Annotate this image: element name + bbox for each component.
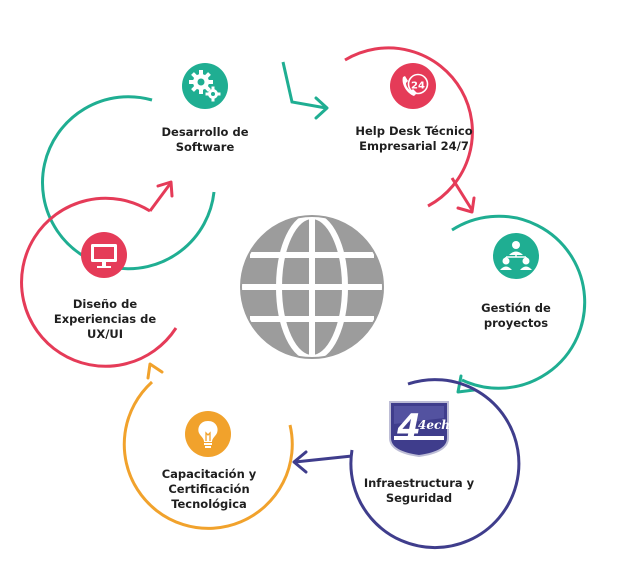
team-hierarchy-icon [493,233,539,279]
label-line: Seguridad [385,491,453,505]
ring-desarrollo [41,95,216,271]
arrowhead-infra-capacitacion [292,450,308,474]
4tech-logo: 4 4ech [384,398,454,458]
ring-helpdesk [344,46,474,208]
globe-icon [240,213,384,361]
label-line: Diseño de [72,297,138,311]
label-line: Certificación [168,482,250,496]
ring-diseno [20,196,178,368]
label-line: Infraestructura y [363,476,475,490]
label-line: Empresarial 24/7 [359,139,469,153]
label-helpdesk: Help Desk Técnico Empresarial 24/7 [339,124,489,154]
connector-helpdesk-gestion [450,177,474,211]
light-bulb-icon [185,411,231,457]
label-diseno: Diseño de Experiencias de UX/UI [30,297,180,342]
label-line: Capacitación y [161,467,257,481]
label-line: Desarrollo de [161,125,249,139]
svg-text:24: 24 [411,81,425,92]
arrowhead-desarrollo-helpdesk [314,96,329,120]
ring-gestion [451,214,587,390]
label-desarrollo: Desarrollo de Software [130,125,280,155]
arrowhead-diseno-desarrollo [156,180,174,198]
label-line: proyectos [483,316,549,330]
phone-24-icon: 24 [390,63,436,109]
connector-diseno-desarrollo [148,183,172,212]
label-line: Experiencias de [53,312,157,326]
connector-desarrollo-helpdesk [281,61,327,110]
ring-infra [349,378,521,550]
label-line: Tecnológica [171,497,247,511]
svg-text:4: 4 [396,407,421,447]
label-line: Gestión de [481,301,551,315]
arrowhead-helpdesk-gestion [456,196,476,214]
label-infra: Infraestructura y Seguridad [344,476,494,506]
arrowhead-gestion-infra [456,374,476,394]
connector-infra-capacitacion [294,454,353,464]
arrowhead-capacitacion-diseno [146,362,164,380]
label-line: Help Desk Técnico [355,124,473,138]
label-capacitacion: Capacitación y Certificación Tecnológica [134,467,284,512]
gears-icon [182,63,228,109]
logo-text: 4ech [418,418,451,432]
label-line: UX/UI [86,327,124,341]
ring-capacitacion [122,380,294,530]
label-line: Software [175,140,235,154]
monitor-icon [81,232,127,278]
label-gestion: Gestión de proyectos [441,301,591,331]
